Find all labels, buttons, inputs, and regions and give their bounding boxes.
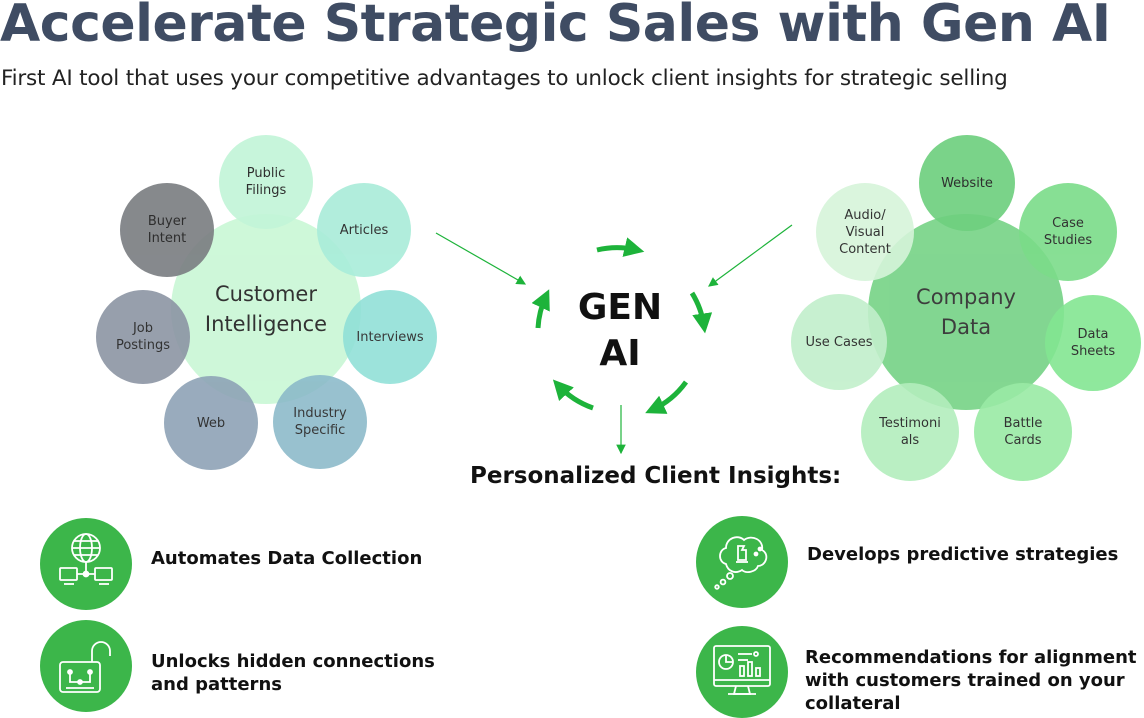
feature-text: Automates Data Collection xyxy=(151,548,423,569)
source-label: Visual xyxy=(845,224,885,240)
source-audio-visual-content: Audio/ Visual Content xyxy=(816,183,914,281)
source-public-filings: Public Filings xyxy=(219,135,313,229)
unlocked-padlock-circuit-icon xyxy=(40,620,132,712)
hub-label-line: Data xyxy=(940,315,992,339)
monitor-dashboard-icon xyxy=(696,626,788,718)
source-interviews: Interviews xyxy=(343,290,437,384)
source-label: Audio/ xyxy=(844,207,886,223)
gen-ai-label: GEN AI xyxy=(560,285,680,377)
source-label: Job xyxy=(132,321,154,336)
source-label: Intent xyxy=(147,231,187,246)
source-label: Studies xyxy=(1043,233,1093,248)
page-title: Accelerate Strategic Sales with Gen AI xyxy=(0,0,1111,54)
hub-label-line: Intelligence xyxy=(204,312,328,336)
source-label: Industry xyxy=(293,406,347,421)
source-label: Testimoni xyxy=(879,416,941,431)
source-label: Battle xyxy=(1003,416,1043,431)
source-articles: Articles xyxy=(317,183,411,277)
source-web: Web xyxy=(164,376,258,470)
source-label: Case xyxy=(1052,216,1084,231)
source-label: Postings xyxy=(115,338,171,353)
source-label: Data xyxy=(1077,327,1109,342)
source-label: Cards xyxy=(1004,433,1042,448)
source-use-cases: Use Cases xyxy=(791,294,887,390)
feature-text: Develops predictive strategies xyxy=(807,544,1119,565)
source-label: Interviews xyxy=(356,329,424,345)
page-subtitle: First AI tool that uses your competitive… xyxy=(1,66,1008,91)
network-globe-icon xyxy=(40,518,132,610)
hub-label-line: Customer xyxy=(214,282,317,306)
feature-text: Unlocks hidden connections xyxy=(151,651,435,672)
gen-ai-line: GEN xyxy=(577,287,663,328)
source-label: Buyer xyxy=(147,214,187,229)
source-buyer-intent: Buyer Intent xyxy=(120,183,214,277)
source-label: Content xyxy=(839,241,891,257)
arrow-from-customer-intelligence xyxy=(435,232,527,285)
brain-chess-thought-icon xyxy=(696,516,788,608)
source-label: Articles xyxy=(339,222,389,238)
feature-text: Recommendations for alignment xyxy=(805,647,1137,668)
insights-heading: Personalized Client Insights: xyxy=(470,463,842,489)
source-label: Specific xyxy=(294,423,346,438)
source-label: Website xyxy=(941,175,993,191)
source-label: als xyxy=(900,433,920,448)
source-case-studies: Case Studies xyxy=(1019,183,1117,281)
source-label: Filings xyxy=(245,183,287,198)
feature-text: and patterns xyxy=(151,674,282,695)
source-website: Website xyxy=(919,135,1015,231)
gen-ai-cycle-icon xyxy=(531,237,713,414)
feature-text: with customers trained on your xyxy=(805,670,1125,691)
source-label: Public xyxy=(246,166,286,181)
arrow-from-company-data xyxy=(708,224,793,287)
source-label: Sheets xyxy=(1070,344,1116,359)
source-testimonials: Testimoni als xyxy=(861,383,959,481)
source-label: Use Cases xyxy=(805,334,873,350)
gen-ai-line: AI xyxy=(599,333,641,374)
source-label: Web xyxy=(196,415,226,431)
feature-text: collateral xyxy=(805,693,901,714)
source-battle-cards: Battle Cards xyxy=(974,383,1072,481)
source-industry-specific: Industry Specific xyxy=(273,375,367,469)
hub-label-line: Company xyxy=(916,285,1016,309)
source-data-sheets: Data Sheets xyxy=(1045,295,1141,391)
source-job-postings: Job Postings xyxy=(96,290,190,384)
